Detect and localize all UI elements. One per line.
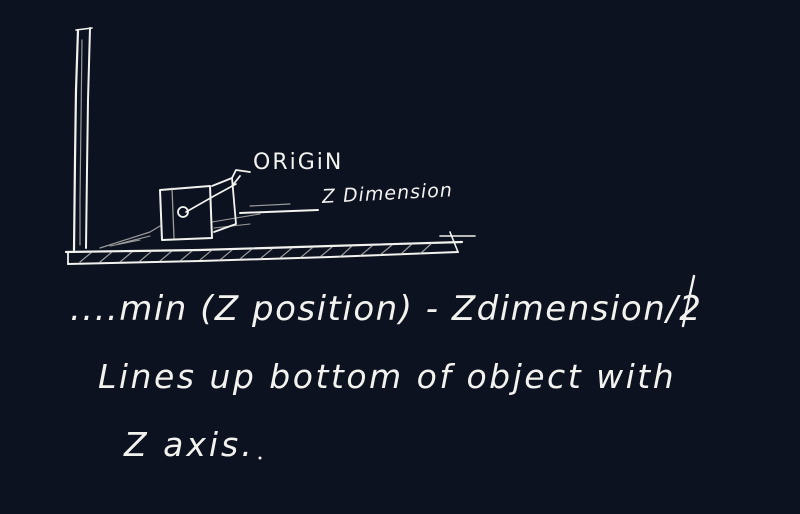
ground-axis [64,231,476,265]
origin-pointer [231,169,251,187]
explanation-line-2: Z axis. [124,425,255,464]
origin-label: ORiGiN [253,150,344,175]
formula-slash [681,274,696,328]
object-box [159,177,237,241]
formula-text: ....min (Z position) - Zdimension/2 [70,289,703,329]
z-dimension-pointer [239,203,319,214]
z-axis [72,27,93,252]
explanation-line-1: Lines up bottom of object with [98,357,677,396]
trailing-dot [258,456,262,460]
